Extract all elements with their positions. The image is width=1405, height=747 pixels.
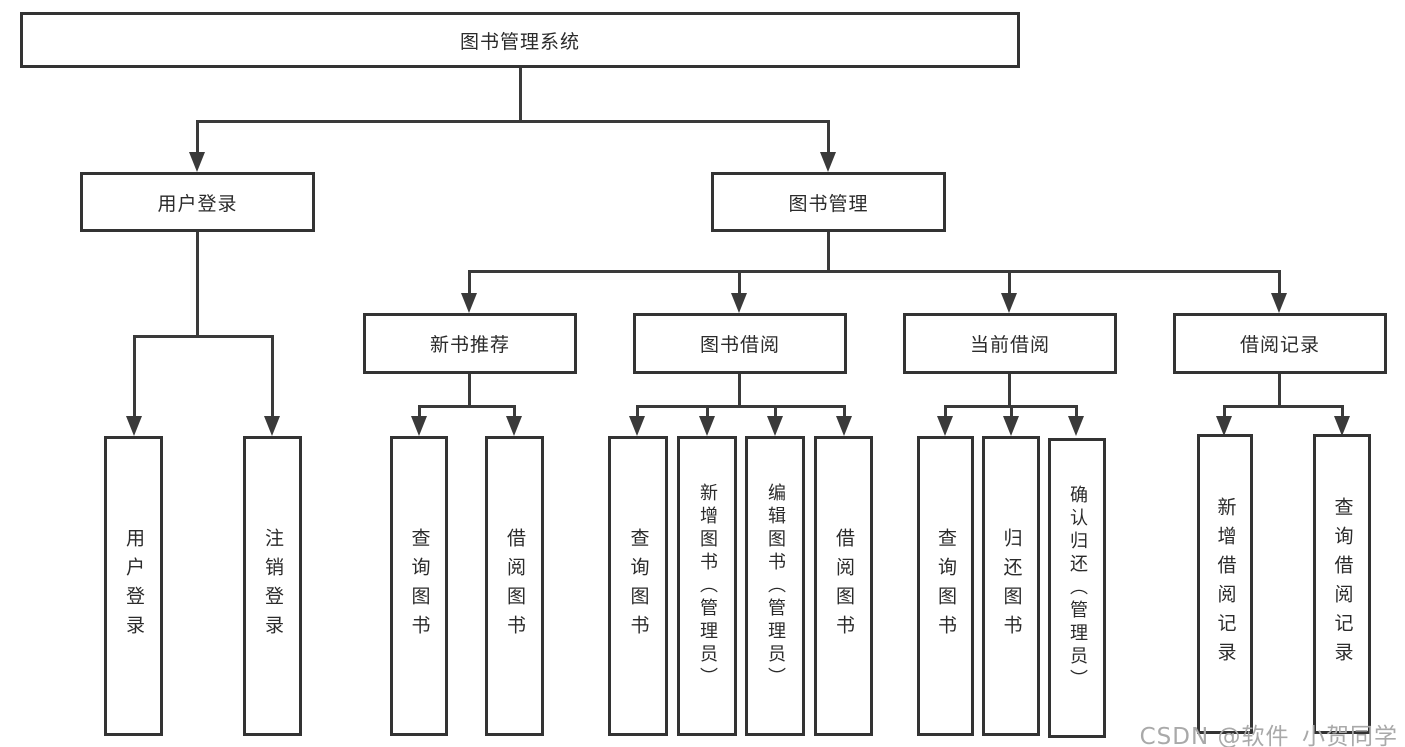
arrow-down-icon	[1334, 416, 1350, 436]
node-label: 当前借阅	[969, 334, 1050, 356]
node-label: 确认归还（管理员）	[1067, 484, 1088, 692]
leaf-user-login: 用户登录	[104, 436, 163, 736]
node-label: 借阅图书	[504, 528, 526, 644]
connector-rail-records	[1223, 405, 1344, 408]
arrow-down-icon	[1003, 416, 1019, 436]
connector-rail-user-login	[133, 335, 274, 338]
node-label: 查询图书	[935, 528, 957, 644]
node-root-library-system: 图书管理系统	[20, 12, 1020, 68]
arrow-down-icon	[937, 416, 953, 436]
leaf-add-borrow-record: 新增借阅记录	[1197, 434, 1253, 734]
arrow-down-icon	[1216, 416, 1232, 436]
node-borrowing-records: 借阅记录	[1173, 313, 1387, 374]
node-label: 查询图书	[408, 528, 431, 644]
connector-rail-level3	[468, 270, 1281, 273]
connector-drop-logout	[271, 335, 274, 418]
arrow-down-icon	[767, 416, 783, 436]
arrow-down-icon	[1068, 416, 1084, 436]
node-label: 用户登录	[123, 528, 145, 644]
connector-drop-login	[133, 335, 136, 418]
connector-drop-leaf	[513, 405, 516, 418]
connector-drop-new-books	[468, 270, 471, 296]
connector-root-drop	[519, 68, 522, 120]
connector-rail-new-books	[418, 405, 515, 408]
node-current-borrowing: 当前借阅	[903, 313, 1117, 374]
node-label: 注销登录	[262, 528, 284, 644]
leaf-return-books: 归还图书	[982, 436, 1040, 736]
arrow-down-icon	[264, 416, 280, 436]
connector-drop-leaf	[944, 405, 947, 418]
node-label: 用户登录	[157, 192, 238, 215]
arrow-down-icon	[189, 152, 205, 172]
connector-drop-user-login	[196, 120, 199, 154]
leaf-query-borrow-record: 查询借阅记录	[1313, 434, 1371, 734]
arrow-down-icon	[699, 416, 715, 436]
leaf-borrow-books: 借阅图书	[814, 436, 873, 736]
connector-rail-level2	[196, 120, 830, 123]
arrow-down-icon	[820, 152, 836, 172]
node-label: 图书管理	[788, 192, 869, 215]
arrow-down-icon	[1001, 293, 1017, 313]
connector-records-drop	[1278, 374, 1281, 405]
arrow-down-icon	[836, 416, 852, 436]
node-label: 新增图书（管理员）	[697, 482, 718, 690]
connector-drop-leaf	[1010, 405, 1013, 418]
csdn-watermark: CSDN @软件_小贺同学	[1139, 724, 1398, 747]
connector-drop-leaf	[1223, 405, 1226, 418]
arrow-down-icon	[461, 293, 477, 313]
node-label: 借阅图书	[833, 528, 855, 644]
node-label: 编辑图书（管理员）	[765, 482, 786, 690]
arrow-down-icon	[506, 416, 522, 436]
connector-drop-leaf	[843, 405, 846, 418]
connector-drop-leaf	[774, 405, 777, 418]
connector-drop-current	[1008, 270, 1011, 296]
arrow-down-icon	[731, 293, 747, 313]
connector-borrowing-drop	[738, 374, 741, 405]
connector-user-login-drop	[196, 232, 199, 335]
connector-book-mgmt-drop	[827, 232, 830, 270]
arrow-down-icon	[629, 416, 645, 436]
connector-drop-leaf	[1341, 405, 1344, 418]
connector-drop-borrowing	[738, 270, 741, 296]
connector-current-drop	[1008, 374, 1011, 405]
node-label: 借阅记录	[1239, 334, 1320, 356]
connector-drop-leaf	[418, 405, 421, 418]
leaf-confirm-return-admin: 确认归还（管理员）	[1048, 438, 1106, 738]
node-label: 新增借阅记录	[1214, 497, 1237, 671]
leaf-query-books-borrowing: 查询图书	[608, 436, 668, 736]
connector-drop-leaf	[636, 405, 639, 418]
arrow-down-icon	[411, 416, 427, 436]
arrow-down-icon	[126, 416, 142, 436]
node-label: 查询图书	[627, 528, 650, 644]
connector-new-books-drop	[468, 374, 471, 405]
node-label: 新书推荐	[429, 334, 510, 356]
node-user-login: 用户登录	[80, 172, 315, 232]
leaf-add-books-admin: 新增图书（管理员）	[677, 436, 737, 736]
node-new-book-recommend: 新书推荐	[363, 313, 577, 374]
leaf-query-books-recommend: 查询图书	[390, 436, 448, 736]
connector-drop-leaf	[706, 405, 709, 418]
leaf-query-books-current: 查询图书	[917, 436, 974, 736]
node-label: 图书借阅	[699, 334, 780, 356]
connector-drop-records	[1278, 270, 1281, 296]
leaf-logout: 注销登录	[243, 436, 302, 736]
node-book-management: 图书管理	[711, 172, 946, 232]
node-label: 查询借阅记录	[1331, 497, 1354, 671]
connector-drop-book-mgmt	[827, 120, 830, 154]
node-label: 归还图书	[1000, 528, 1023, 644]
connector-rail-borrowing	[636, 405, 845, 408]
node-label: 图书管理系统	[459, 30, 580, 53]
arrow-down-icon	[1271, 293, 1287, 313]
connector-drop-leaf	[1075, 405, 1078, 418]
leaf-borrow-books-recommend: 借阅图书	[485, 436, 544, 736]
leaf-edit-books-admin: 编辑图书（管理员）	[745, 436, 805, 736]
node-book-borrowing: 图书借阅	[633, 313, 847, 374]
